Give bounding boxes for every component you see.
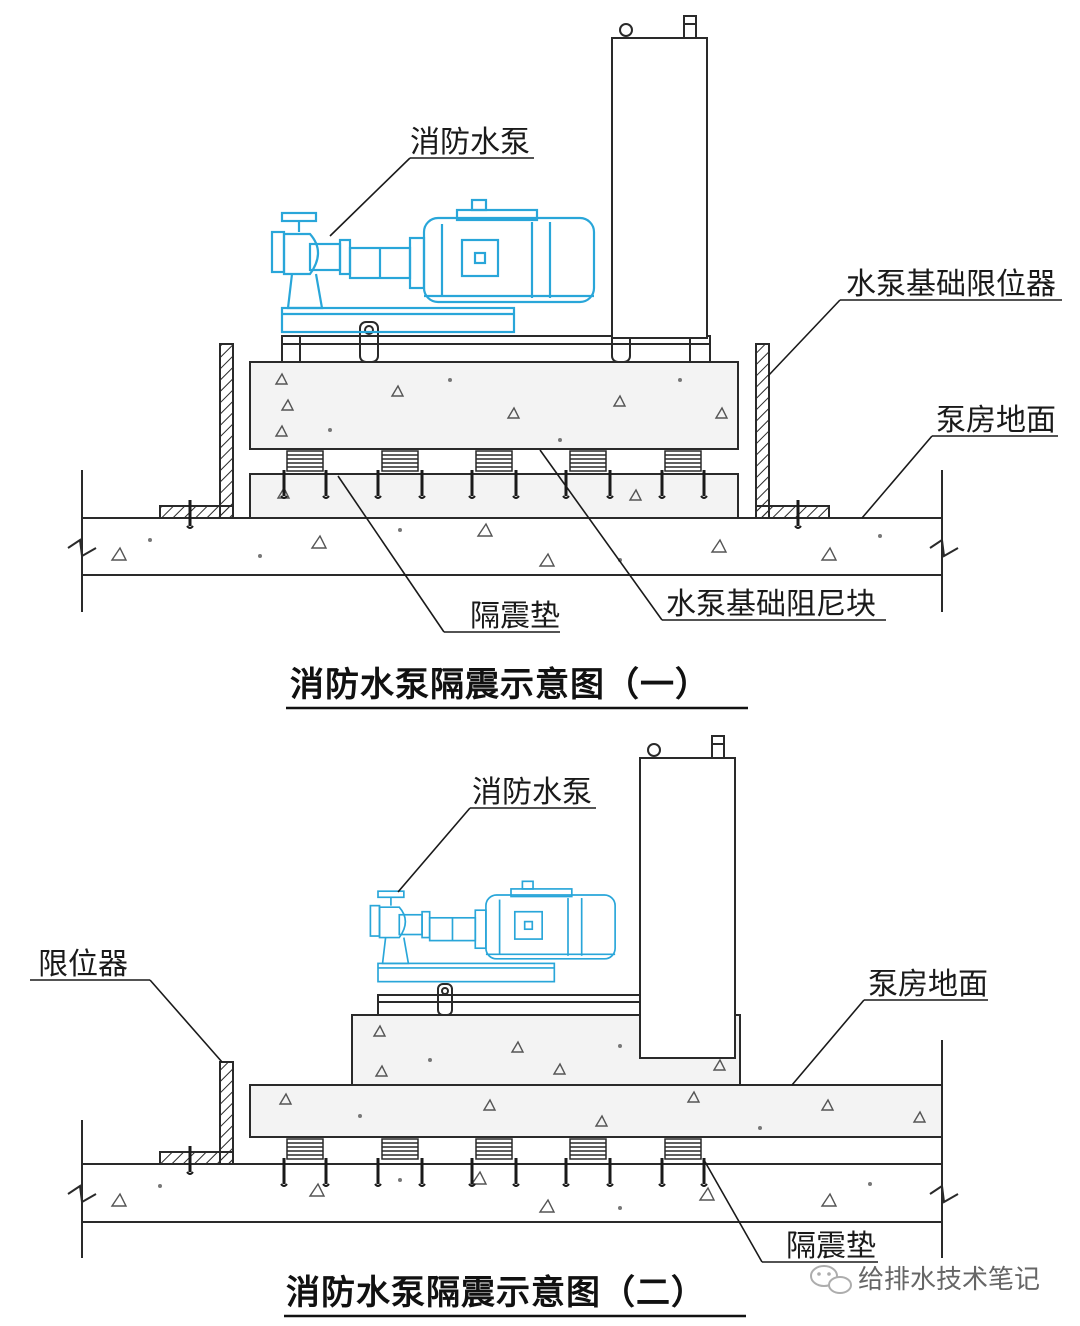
wechat-icon (810, 1265, 852, 1294)
limiter-right (755, 343, 830, 530)
watermark: 给排水技术笔记 (810, 1265, 1040, 1295)
lower-plinth (249, 473, 739, 519)
fire-pump-drawing-2 (369, 880, 616, 983)
isolated-slab (249, 1084, 943, 1138)
label-pump-room-floor-2: 泵房地面 (868, 967, 988, 1002)
figure-1: 消防水泵 水泵基础限位器 泵房地面 隔震垫 水泵基础阻尼块 消防水泵隔震示意图（… (67, 15, 1062, 710)
limiter-2 (159, 1061, 234, 1176)
figure-2: 消防水泵 限位器 泵房地面 隔震垫 消防水泵隔震示意图（二） (30, 735, 988, 1318)
leader-lines-2 (30, 807, 988, 1263)
damper-block (249, 361, 739, 450)
control-cabinet-2 (639, 735, 736, 1059)
limiter-left (159, 343, 234, 530)
watermark-text: 给排水技术笔记 (858, 1265, 1040, 1295)
label-pump-room-floor: 泵房地面 (936, 403, 1056, 438)
figure-2-title: 消防水泵隔震示意图（二） (286, 1273, 706, 1313)
fire-pump-drawing (270, 198, 596, 334)
label-limiter-2: 限位器 (38, 947, 128, 982)
label-damper-block: 水泵基础阻尼块 (666, 587, 876, 622)
leader-lines (329, 157, 1062, 633)
label-isolation-pad: 隔震垫 (470, 599, 560, 634)
figure-1-title: 消防水泵隔震示意图（一） (290, 665, 710, 705)
label-fire-pump-2: 消防水泵 (472, 775, 592, 810)
label-isolation-pad-2: 隔震垫 (786, 1229, 876, 1264)
control-cabinet (611, 15, 708, 339)
isolation-pads-2 (279, 1138, 709, 1188)
steel-base-frame (281, 321, 711, 363)
label-fire-pump: 消防水泵 (410, 125, 530, 160)
label-pump-base-limiter: 水泵基础限位器 (846, 267, 1056, 302)
